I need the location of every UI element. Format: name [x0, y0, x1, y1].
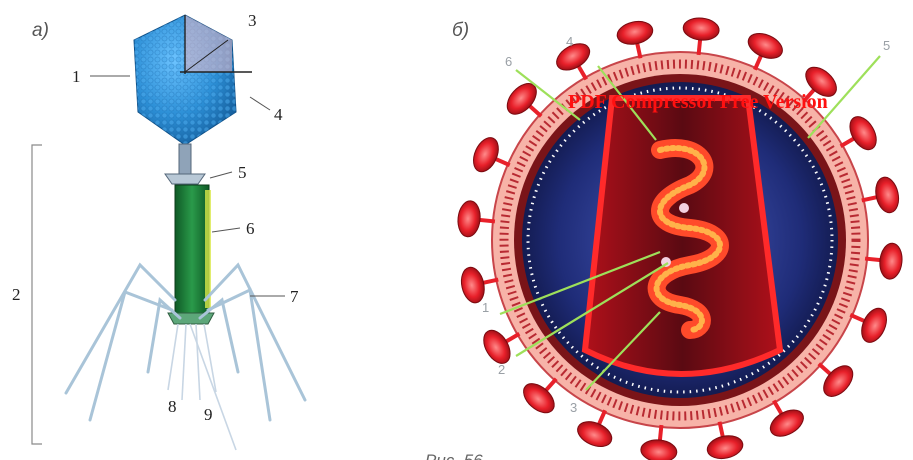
glycoprotein-spikes	[457, 17, 903, 460]
bracket-2	[31, 144, 42, 445]
callout-a-8: 8	[168, 397, 177, 416]
phage-tail-sheath	[174, 184, 210, 314]
spike-head	[849, 116, 877, 151]
callout-b-4: 4	[566, 34, 573, 49]
spike-head	[747, 33, 783, 59]
spike-head	[879, 242, 903, 280]
watermark-text: PDF Compressor Free Version	[568, 91, 828, 113]
spike-head	[616, 20, 654, 45]
callout-b-3: 3	[570, 400, 577, 415]
callout-a-6: 6	[246, 219, 255, 238]
panel-a-leaders	[90, 75, 285, 297]
spike-head	[640, 439, 678, 460]
enzyme-dot	[679, 203, 689, 213]
callout-a-2: 2	[12, 285, 21, 304]
spike-head	[556, 43, 591, 71]
phage-tail-pins	[167, 323, 237, 451]
callout-a-5: 5	[238, 163, 247, 182]
panel-a-label: а)	[32, 20, 49, 41]
spike-head	[483, 329, 511, 364]
spike-head	[706, 435, 744, 460]
callout-a-4: 4	[274, 105, 283, 124]
spike-head	[473, 137, 499, 173]
spike-head	[769, 409, 804, 437]
spike-head	[460, 266, 485, 304]
phage-collar	[164, 173, 206, 185]
spike-head	[875, 176, 900, 214]
phage-neck	[178, 143, 192, 175]
callout-a-1: 1	[72, 67, 81, 86]
callout-b-1: 1	[482, 300, 489, 315]
spike-head	[823, 365, 854, 397]
bacteriophage	[64, 14, 307, 451]
callout-a-9: 9	[204, 405, 213, 424]
spike-head	[457, 200, 481, 238]
spike-head	[523, 383, 555, 414]
callout-a-7: 7	[290, 287, 299, 306]
spike-head	[805, 66, 837, 97]
phage-tail-fibers	[64, 262, 307, 422]
spike-head	[577, 421, 613, 447]
hiv-virion	[491, 51, 869, 429]
spike-head	[506, 83, 537, 115]
panel-b-label: б)	[452, 20, 469, 41]
figure-caption: Рис. 56	[425, 451, 483, 460]
spike-head	[861, 307, 887, 343]
matrix-shell	[526, 86, 834, 394]
callout-b-2: 2	[498, 362, 505, 377]
phage-head-cutaway	[185, 15, 232, 72]
panel-b-pointers	[499, 55, 881, 391]
callout-a-3: 3	[248, 11, 257, 30]
callout-b-6: 6	[505, 54, 512, 69]
callout-b-5: 5	[883, 38, 890, 53]
spike-head	[682, 17, 720, 41]
